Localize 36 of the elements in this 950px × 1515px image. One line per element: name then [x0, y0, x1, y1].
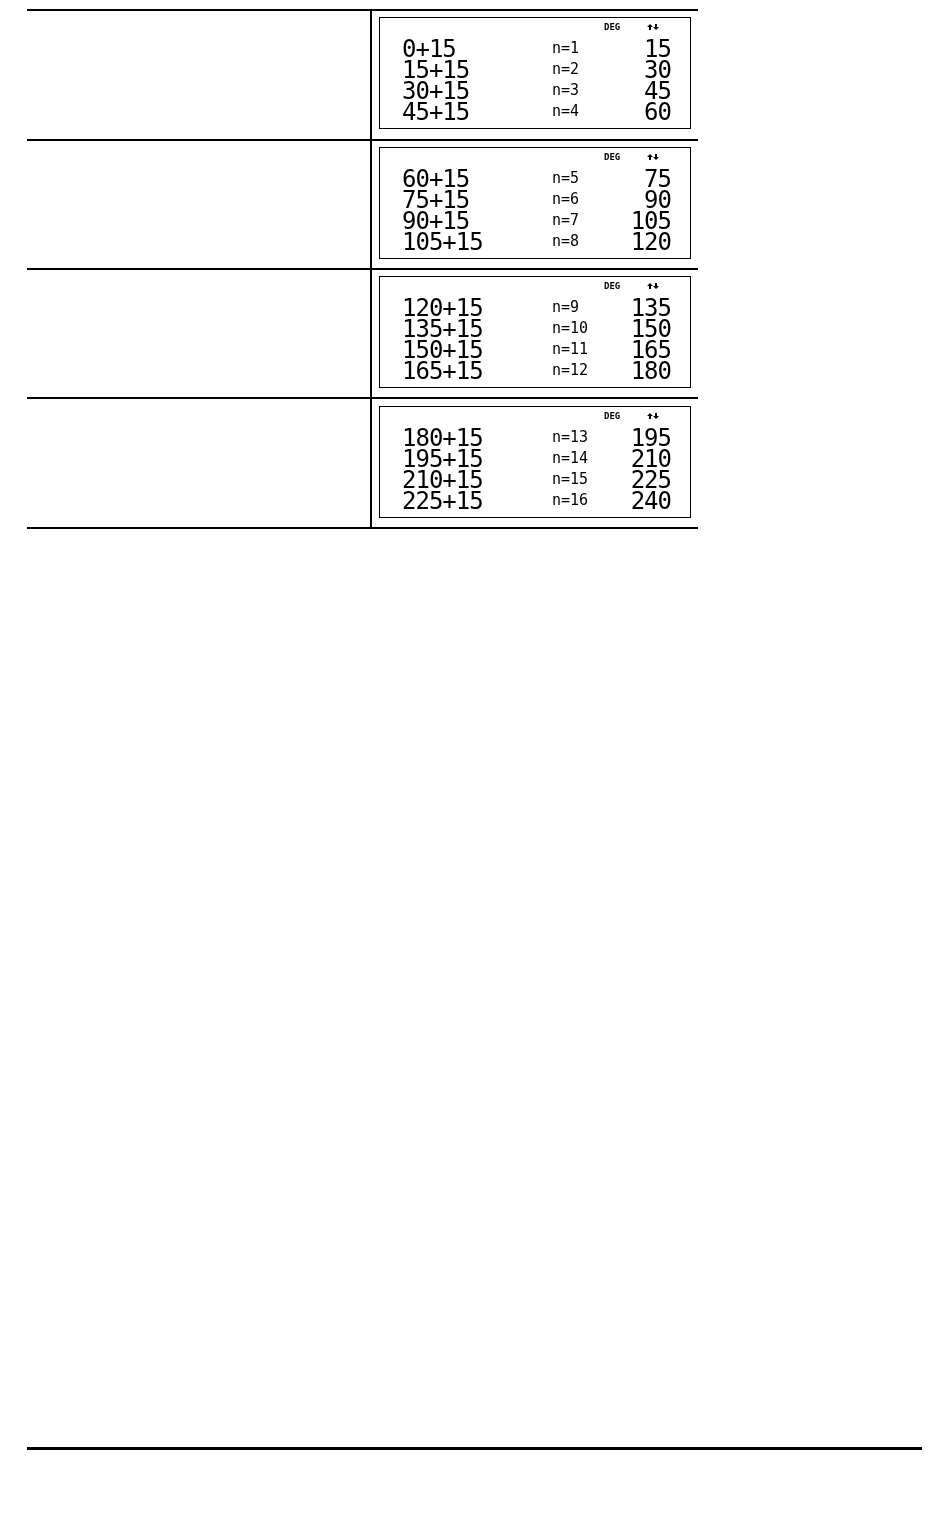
step-counter: n=7	[552, 212, 580, 228]
expression-text: 30+15	[402, 79, 470, 103]
step-counter: n=5	[552, 170, 580, 186]
result-value: 135	[630, 296, 671, 320]
step-counter: n=14	[552, 450, 589, 466]
result-value: 30	[644, 58, 671, 82]
step-counter: n=11	[552, 342, 589, 357]
mode-indicator: DEG	[604, 23, 621, 32]
mode-indicator: DEG	[604, 411, 621, 421]
step-counter: n=1	[552, 41, 580, 56]
step-counter: n=16	[552, 492, 589, 508]
result-value: 150	[630, 317, 671, 341]
expression-text: 0+15	[402, 37, 456, 61]
step-counter: n=2	[552, 62, 580, 77]
step-counter: n=8	[552, 233, 580, 249]
expression-text: 150+15	[402, 338, 483, 362]
step-counter: n=12	[552, 363, 589, 378]
expression-text: 15+15	[402, 58, 470, 82]
result-value: 15	[644, 37, 671, 61]
step-counter: n=10	[552, 321, 589, 336]
expression-text: 165+15	[402, 359, 483, 383]
mode-indicator: DEG	[604, 152, 621, 162]
result-value: 180	[630, 359, 671, 383]
result-value: 165	[630, 338, 671, 362]
step-counter: n=4	[552, 104, 580, 119]
step-counter: n=9	[552, 300, 580, 315]
expression-text: 45+15	[402, 100, 470, 124]
expression-text: 135+15	[402, 317, 483, 341]
step-counter: n=13	[552, 429, 589, 445]
result-value: 45	[644, 79, 671, 103]
expression-text: 120+15	[402, 296, 483, 320]
step-counter: n=6	[552, 191, 580, 207]
result-value: 60	[644, 100, 671, 124]
step-counter: n=3	[552, 83, 580, 98]
mode-indicator: DEG	[604, 282, 621, 291]
step-counter: n=15	[552, 471, 589, 487]
